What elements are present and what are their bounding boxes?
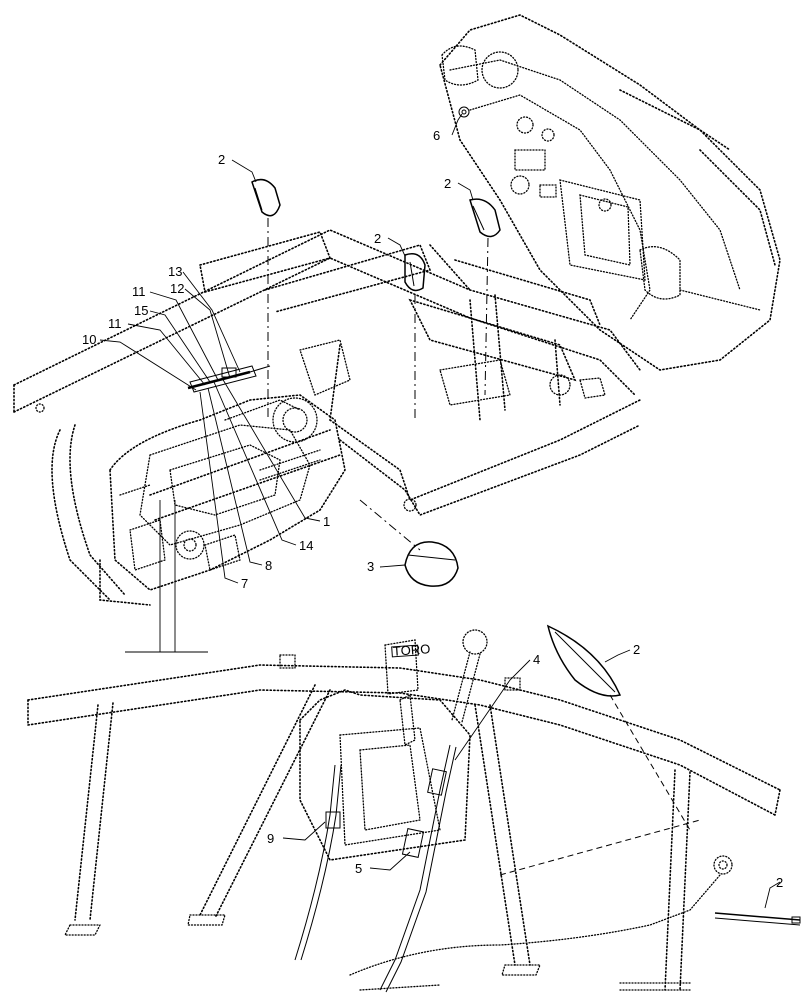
cable-ties-upper [251, 178, 501, 587]
rops-frame-lower [27, 629, 781, 991]
callout-2: 2 [374, 231, 381, 246]
callout-14: 14 [299, 538, 313, 553]
dash-hood-assembly [439, 14, 781, 371]
callout-13: 13 [168, 264, 182, 279]
callout-2: 2 [633, 642, 640, 657]
cables-lower [294, 744, 733, 993]
leader-lines [99, 113, 781, 909]
callout-6: 6 [433, 128, 440, 143]
callout-1: 1 [323, 514, 330, 529]
shift-cable-bracket [187, 365, 271, 393]
cable-ties-lower [499, 624, 801, 926]
callout-2: 2 [218, 152, 225, 167]
brand-decal: TORO [391, 641, 431, 659]
callout-11: 11 [108, 316, 122, 331]
callout-7: 7 [241, 576, 248, 591]
callout-2: 2 [444, 176, 451, 191]
callout-9: 9 [267, 831, 274, 846]
callout-10: 10 [82, 332, 96, 347]
callout-3: 3 [367, 559, 374, 574]
callout-11: 11 [132, 284, 146, 299]
callout-4: 4 [533, 652, 540, 667]
chassis-frame [13, 229, 641, 606]
brand-mark-text: TORO [392, 641, 430, 659]
callout-12: 12 [170, 281, 184, 296]
section-cut-marks [125, 500, 208, 653]
callout-2: 2 [776, 875, 783, 890]
callout-labels: 2 6 2 2 13 12 11 15 11 10 1 14 8 7 3 2 4… [82, 128, 783, 890]
engine-transaxle-assembly [109, 394, 346, 591]
callout-15: 15 [134, 303, 148, 318]
callout-8: 8 [265, 558, 272, 573]
callout-5: 5 [355, 861, 362, 876]
